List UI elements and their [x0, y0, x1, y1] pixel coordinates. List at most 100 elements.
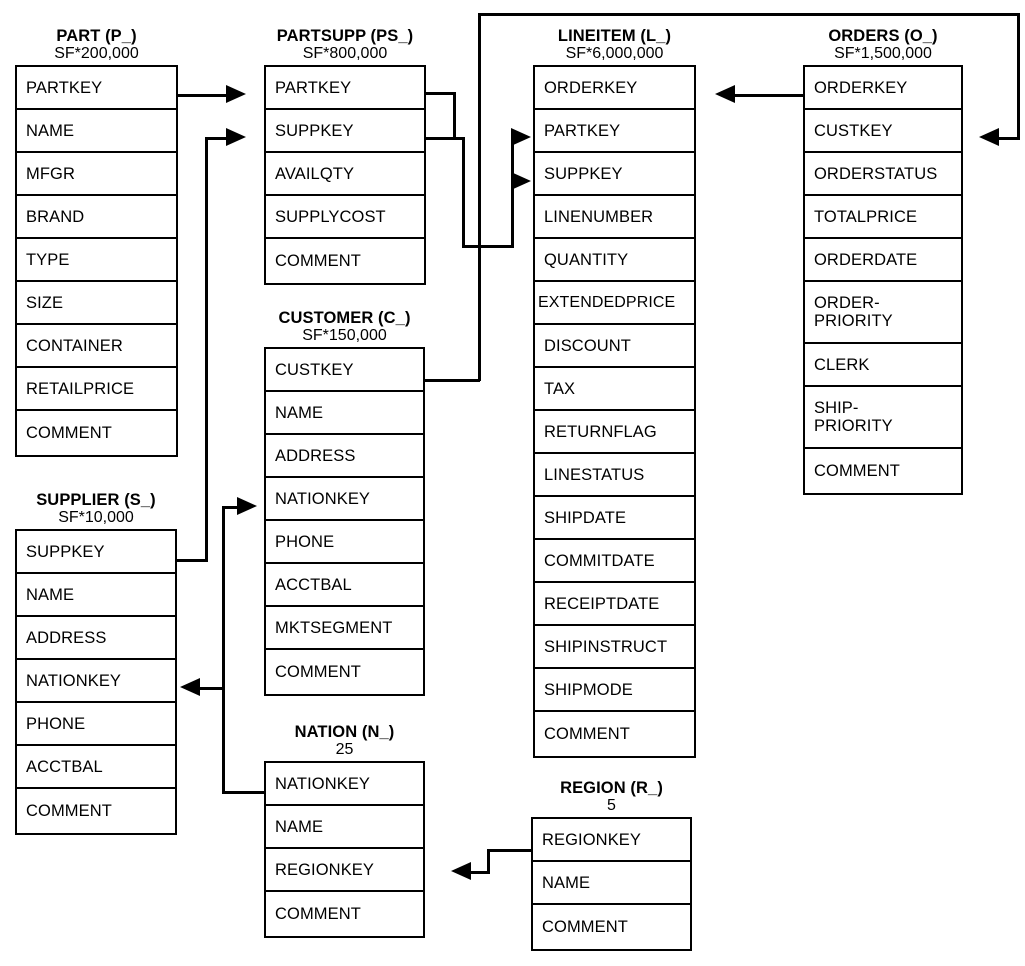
field-supplier-phone[interactable]: PHONE [17, 703, 175, 747]
field-lineitem-orderkey[interactable]: ORDERKEY [535, 67, 694, 111]
field-lineitem-receiptdate[interactable]: RECEIPTDATE [535, 583, 694, 627]
field-lineitem-discount[interactable]: DISCOUNT [535, 325, 694, 369]
edge-partsupp-merge-h [453, 137, 465, 140]
entity-nation[interactable]: NATION (N_) 25 NATIONKEY NAME REGIONKEY … [264, 723, 425, 939]
field-nation-nationkey[interactable]: NATIONKEY [266, 763, 423, 807]
field-part-brand[interactable]: BRAND [17, 196, 176, 240]
field-partsupp-availqty[interactable]: AVAILQTY [266, 153, 424, 197]
field-part-comment[interactable]: COMMENT [26, 424, 112, 443]
field-partsupp-suppkey[interactable]: SUPPKEY [266, 110, 424, 154]
entity-customer-cardinality: SF*150,000 [302, 327, 387, 345]
entity-customer-fieldbox: CUSTKEY NAME ADDRESS NATIONKEY PHONE ACC… [264, 347, 425, 697]
entity-supplier-cardinality: SF*10,000 [58, 509, 134, 527]
field-part-container[interactable]: CONTAINER [17, 325, 176, 369]
entity-supplier[interactable]: SUPPLIER (S_) SF*10,000 SUPPKEY NAME ADD… [15, 491, 177, 836]
arrowhead-supplier-nationkey [180, 678, 200, 696]
edge-nation-nationkey-v [222, 506, 225, 794]
arrowhead-partsupp-partkey [226, 85, 246, 103]
entity-region-cardinality: 5 [607, 797, 616, 815]
field-lineitem-partkey[interactable]: PARTKEY [535, 110, 694, 154]
field-part-partkey[interactable]: PARTKEY [17, 67, 176, 111]
field-lineitem-returnflag[interactable]: RETURNFLAG [535, 411, 694, 455]
field-customer-name[interactable]: NAME [266, 392, 423, 436]
arrowhead-partsupp-suppkey [226, 128, 246, 146]
field-customer-phone[interactable]: PHONE [266, 521, 423, 565]
entity-part-fieldbox: PARTKEY NAME MFGR BRAND TYPE SIZE CONTAI… [15, 65, 178, 458]
field-region-comment[interactable]: COMMENT [542, 918, 628, 937]
edge-customer-custkey-h2 [478, 13, 1020, 16]
field-supplier-suppkey[interactable]: SUPPKEY [17, 531, 175, 575]
field-supplier-nationkey[interactable]: NATIONKEY [17, 660, 175, 704]
field-lineitem-tax[interactable]: TAX [535, 368, 694, 412]
field-orders-orderpriority[interactable]: ORDER- PRIORITY [805, 282, 961, 345]
entity-part[interactable]: PART (P_) SF*200,000 PARTKEY NAME MFGR B… [15, 27, 178, 458]
entity-part-title: PART (P_) [56, 27, 137, 45]
field-orders-clerk[interactable]: CLERK [805, 344, 961, 388]
edge-partsupp-partkey-v [453, 92, 456, 140]
edge-nation-to-supplier-h [200, 687, 224, 690]
entity-customer-title: CUSTOMER (C_) [278, 309, 411, 327]
field-lineitem-quantity[interactable]: QUANTITY [535, 239, 694, 283]
edge-orders-orderkey-to-lineitem [734, 94, 804, 97]
field-orders-totalprice[interactable]: TOTALPRICE [805, 196, 961, 240]
field-lineitem-shipmode[interactable]: SHIPMODE [535, 669, 694, 713]
field-customer-mktsegment[interactable]: MKTSEGMENT [266, 607, 423, 651]
field-customer-address[interactable]: ADDRESS [266, 435, 423, 479]
field-customer-acctbal[interactable]: ACCTBAL [266, 564, 423, 608]
field-region-regionkey[interactable]: REGIONKEY [533, 819, 690, 863]
entity-part-caption: PART (P_) SF*200,000 [15, 27, 178, 63]
entity-region[interactable]: REGION (R_) 5 REGIONKEY NAME COMMENT [531, 779, 692, 952]
field-part-name[interactable]: NAME [17, 110, 176, 154]
field-customer-nationkey[interactable]: NATIONKEY [266, 478, 423, 522]
field-lineitem-shipdate[interactable]: SHIPDATE [535, 497, 694, 541]
field-orders-shippriority[interactable]: SHIP- PRIORITY [805, 387, 961, 450]
entity-customer-caption: CUSTOMER (C_) SF*150,000 [264, 309, 425, 345]
field-nation-name[interactable]: NAME [266, 806, 423, 850]
entity-orders-cardinality: SF*1,500,000 [834, 45, 932, 63]
field-lineitem-extendedprice[interactable]: EXTENDEDPRICE [535, 282, 694, 326]
field-lineitem-linestatus[interactable]: LINESTATUS [535, 454, 694, 498]
entity-lineitem-fieldbox: ORDERKEY PARTKEY SUPPKEY LINENUMBER QUAN… [533, 65, 696, 759]
field-customer-comment[interactable]: COMMENT [275, 663, 361, 682]
field-customer-custkey[interactable]: CUSTKEY [266, 349, 423, 393]
field-partsupp-supplycost[interactable]: SUPPLYCOST [266, 196, 424, 240]
field-part-retailprice[interactable]: RETAILPRICE [17, 368, 176, 412]
field-orders-comment[interactable]: COMMENT [814, 462, 900, 481]
field-supplier-comment[interactable]: COMMENT [26, 802, 112, 821]
field-lineitem-shipinstruct[interactable]: SHIPINSTRUCT [535, 626, 694, 670]
entity-nation-caption: NATION (N_) 25 [264, 723, 425, 759]
field-orders-custkey[interactable]: CUSTKEY [805, 110, 961, 154]
entity-region-fieldbox: REGIONKEY NAME COMMENT [531, 817, 692, 952]
field-orders-orderdate[interactable]: ORDERDATE [805, 239, 961, 283]
field-partsupp-comment[interactable]: COMMENT [275, 252, 361, 271]
field-lineitem-commitdate[interactable]: COMMITDATE [535, 540, 694, 584]
entity-region-title: REGION (R_) [560, 779, 663, 797]
entity-customer[interactable]: CUSTOMER (C_) SF*150,000 CUSTKEY NAME AD… [264, 309, 425, 697]
entity-partsupp-caption: PARTSUPP (PS_) SF*800,000 [264, 27, 426, 63]
field-supplier-name[interactable]: NAME [17, 574, 175, 618]
edge-partsupp-suppkey-h [426, 137, 456, 140]
field-part-type[interactable]: TYPE [17, 239, 176, 283]
field-lineitem-suppkey[interactable]: SUPPKEY [535, 153, 694, 197]
field-lineitem-linenumber[interactable]: LINENUMBER [535, 196, 694, 240]
field-supplier-acctbal[interactable]: ACCTBAL [17, 746, 175, 790]
field-supplier-address[interactable]: ADDRESS [17, 617, 175, 661]
field-nation-regionkey[interactable]: REGIONKEY [266, 849, 423, 893]
arrowhead-orders-custkey [979, 128, 999, 146]
entity-region-caption: REGION (R_) 5 [531, 779, 692, 815]
field-part-size[interactable]: SIZE [17, 282, 176, 326]
field-region-name[interactable]: NAME [533, 862, 690, 906]
edge-region-regionkey-h1 [487, 849, 532, 852]
field-part-mfgr[interactable]: MFGR [17, 153, 176, 197]
entity-orders[interactable]: ORDERS (O_) SF*1,500,000 ORDERKEY CUSTKE… [803, 27, 963, 496]
entity-partsupp[interactable]: PARTSUPP (PS_) SF*800,000 PARTKEY SUPPKE… [264, 27, 426, 286]
field-lineitem-comment[interactable]: COMMENT [544, 725, 630, 744]
field-orders-orderstatus[interactable]: ORDERSTATUS [805, 153, 961, 197]
edge-customer-custkey-v2 [1017, 13, 1020, 138]
field-orders-orderkey[interactable]: ORDERKEY [805, 67, 961, 111]
entity-nation-title: NATION (N_) [294, 723, 395, 741]
field-nation-comment[interactable]: COMMENT [275, 905, 361, 924]
entity-lineitem[interactable]: LINEITEM (L_) SF*6,000,000 ORDERKEY PART… [533, 27, 696, 759]
field-partsupp-partkey[interactable]: PARTKEY [266, 67, 424, 111]
